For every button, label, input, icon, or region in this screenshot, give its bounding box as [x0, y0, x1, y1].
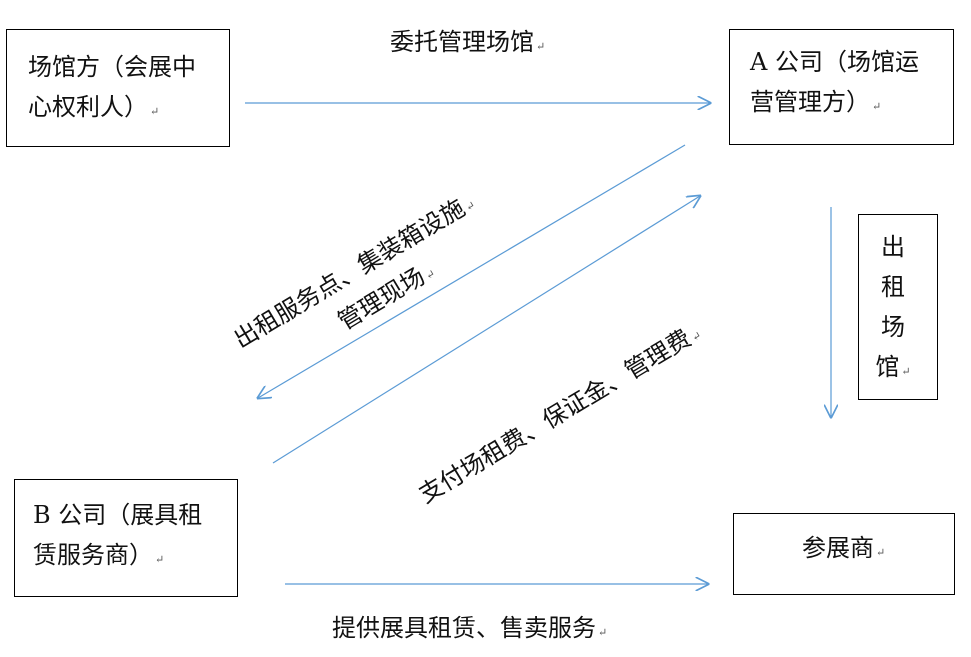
paragraph-mark-icon: ↵ [598, 626, 608, 639]
node-venue-owner: 场馆方（会展中 心权利人）↵ [6, 29, 230, 147]
node-exhibitor-label: 参展商 [802, 534, 874, 562]
node-company-a: A 公司（场馆运 营管理方）↵ [729, 29, 954, 145]
node-venue-owner-line2: 心权利人） [28, 93, 148, 121]
node-venue-owner-line1: 场馆方（会展中 [28, 53, 196, 81]
node-company-b-line1: B 公司（展具租 [33, 501, 203, 529]
edge-label-entrust: 委托管理场馆↵ [390, 26, 545, 63]
node-exhibitor: 参展商↵ [733, 513, 955, 595]
node-company-a-line1: A 公司（场馆运 [750, 48, 919, 76]
paragraph-mark-icon: ↵ [155, 553, 165, 566]
arrow-b-to-a [272, 196, 700, 464]
edge-label-provide-services-text: 提供展具租赁、售卖服务 [332, 614, 596, 642]
paragraph-mark-icon: ↵ [901, 365, 911, 378]
node-rent-venue: 出 租 场 馆↵ [858, 214, 938, 400]
paragraph-mark-icon: ↵ [536, 40, 546, 53]
rent-venue-char-4-text: 馆 [875, 353, 900, 381]
arrow-a-to-b [258, 144, 686, 398]
paragraph-mark-icon: ↵ [150, 105, 160, 118]
node-company-b: B 公司（展具租 赁服务商）↵ [14, 479, 238, 597]
rent-venue-char-3: 场 [881, 313, 905, 341]
paragraph-mark-icon: ↵ [872, 100, 882, 113]
edge-label-entrust-text: 委托管理场馆 [390, 28, 534, 56]
rent-venue-char-4: 馆↵ [873, 347, 913, 392]
paragraph-mark-icon: ↵ [876, 546, 886, 559]
edge-label-provide-services: 提供展具租赁、售卖服务↵ [332, 612, 607, 649]
node-company-b-line2: 赁服务商） [33, 541, 153, 569]
node-company-a-line2: 营管理方） [750, 88, 870, 116]
rent-venue-char-2: 租 [881, 273, 905, 301]
rent-venue-char-1: 出 [881, 233, 905, 261]
